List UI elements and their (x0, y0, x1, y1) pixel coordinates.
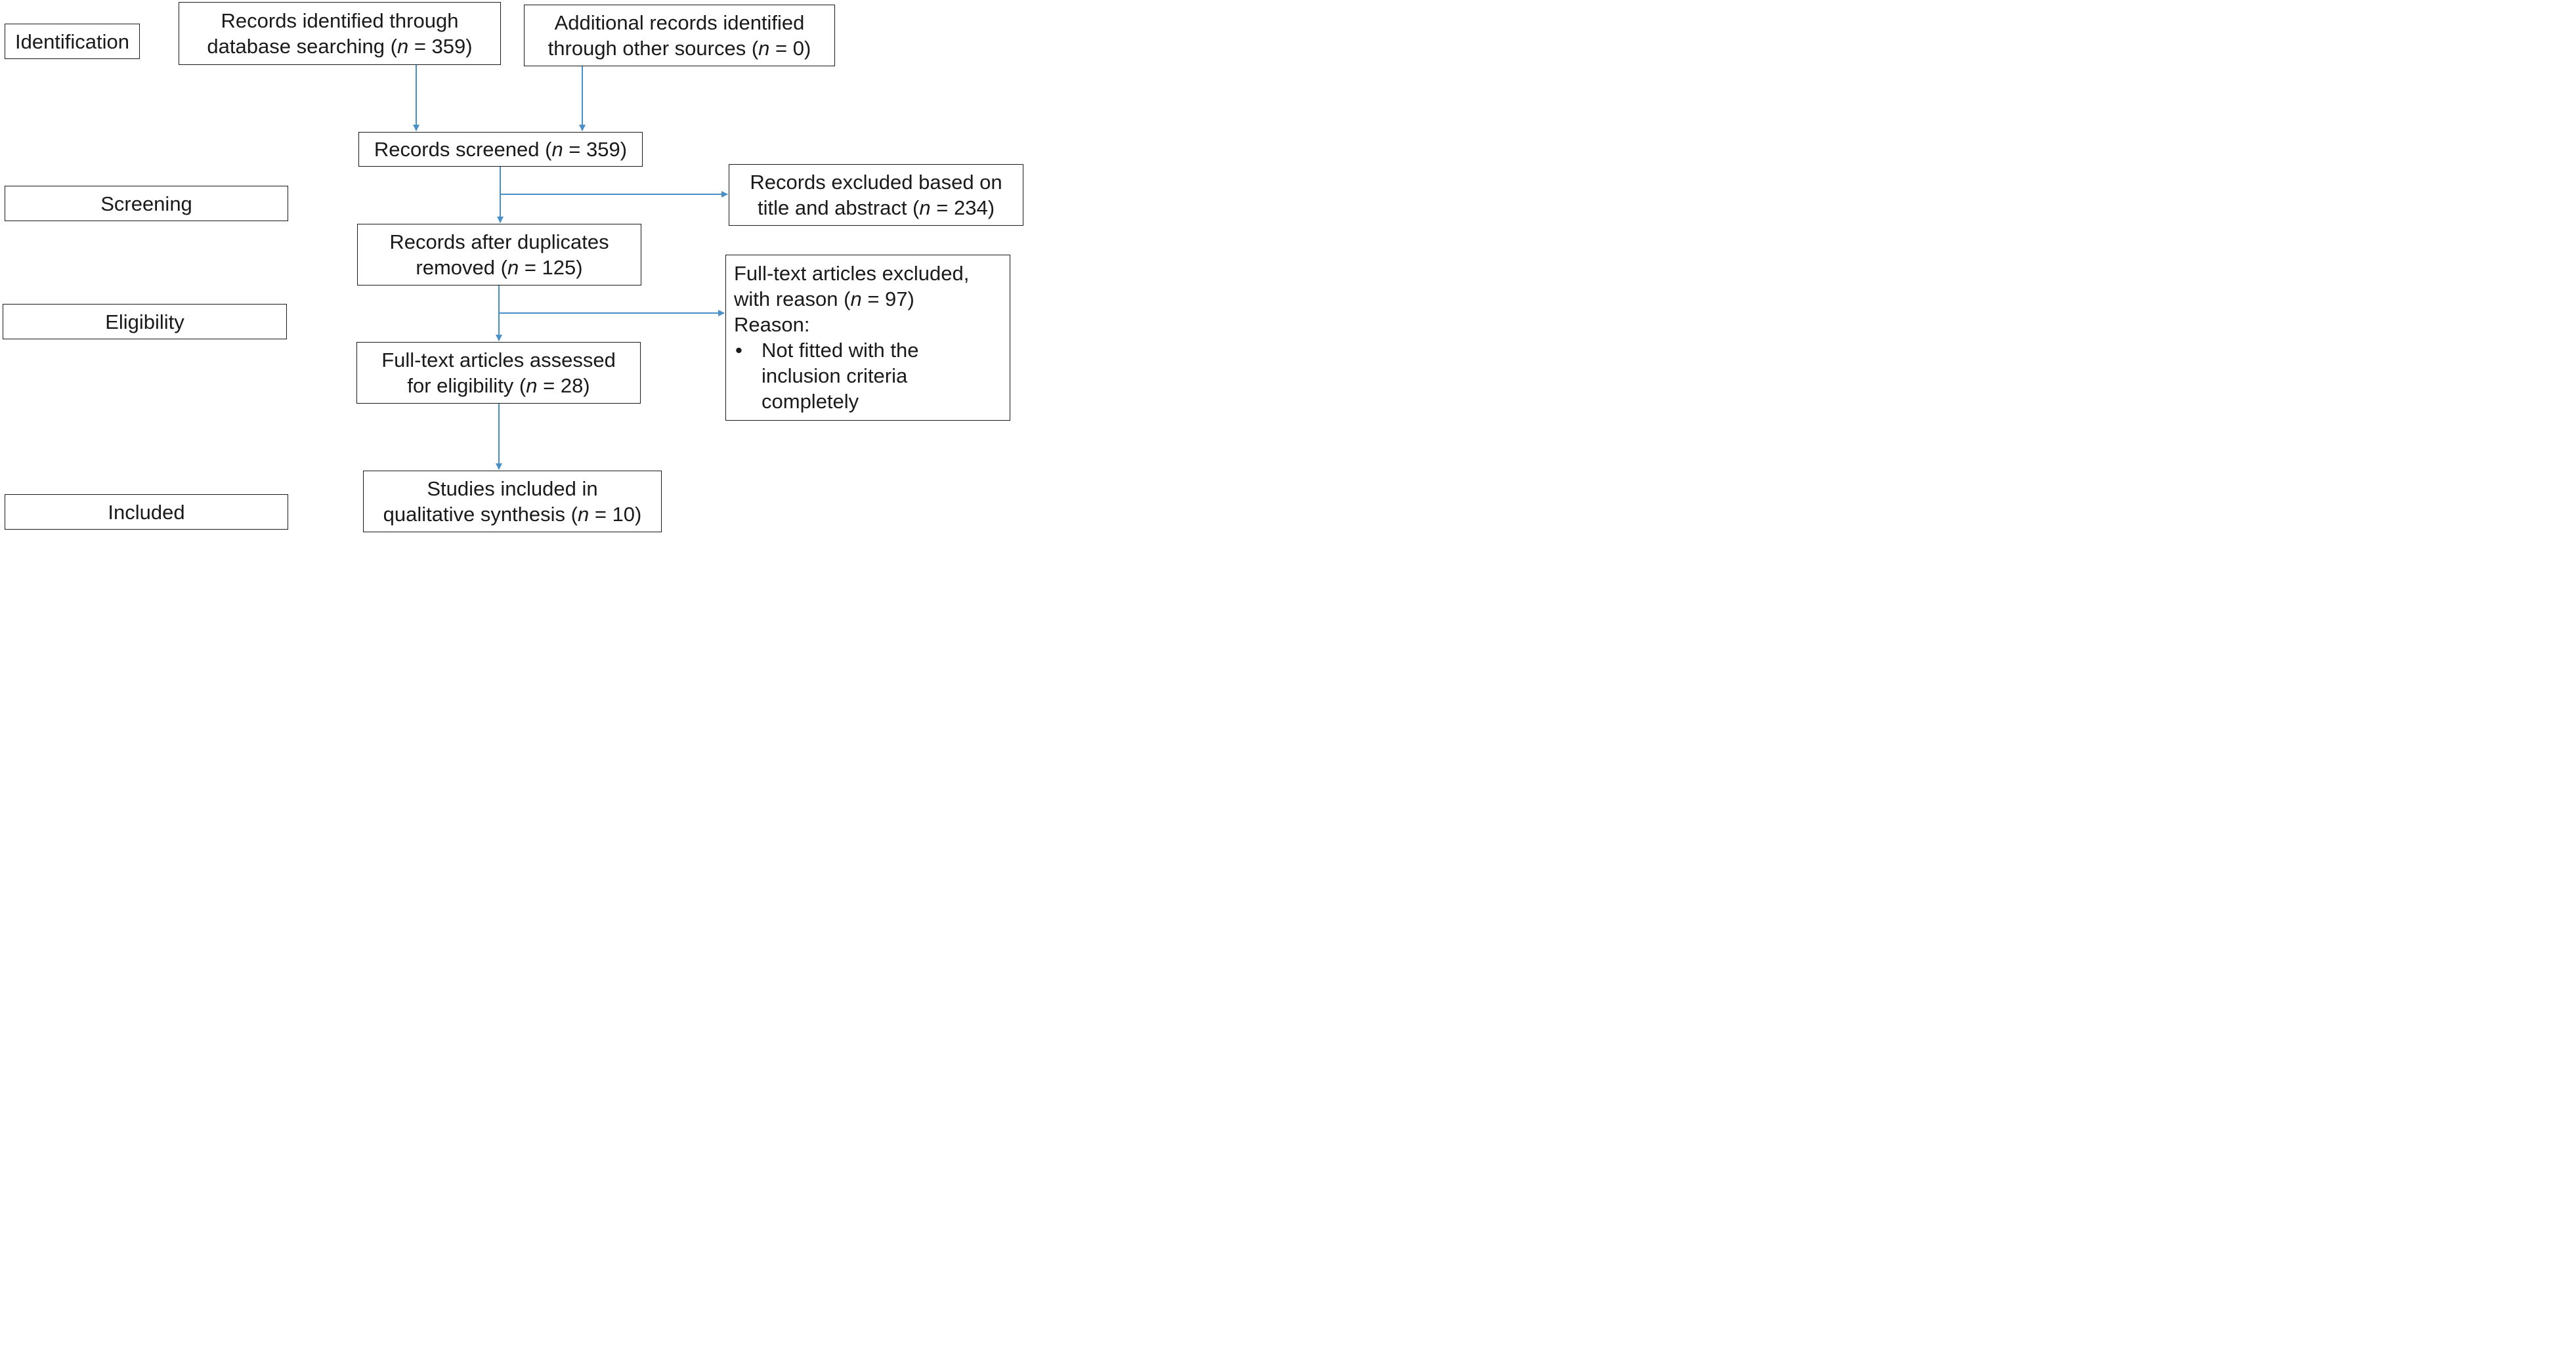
bullet-icon: • (735, 339, 742, 362)
after-duplicates-line1: Records after duplicates (389, 230, 609, 253)
reason-line-2: inclusion criteria (762, 364, 908, 387)
fulltext-excluded-reason-item: • Not fitted with the inclusion criteria… (734, 337, 919, 414)
stage-included-label: Included (108, 500, 185, 524)
box-included-studies: Studies included in qualitative synthesi… (363, 471, 662, 532)
stage-screening: Screening (5, 186, 288, 221)
reason-line-1: Not fitted with the (762, 339, 919, 362)
stage-identification: Identification (5, 24, 140, 59)
other-sources-line2: through other sources (n = 0) (547, 37, 811, 60)
fulltext-excluded-reason-heading: Reason: (734, 313, 810, 336)
excluded-title-abstract-line2: title and abstract (n = 234) (757, 196, 995, 219)
box-database-search: Records identified through database sear… (179, 2, 501, 65)
reason-line-3: completely (762, 390, 859, 413)
box-fulltext-excluded: Full-text articles excluded, with reason… (725, 255, 1010, 421)
box-records-screened: Records screened (n = 359) (358, 132, 643, 167)
stage-eligibility: Eligibility (3, 304, 287, 339)
after-duplicates-line2: removed (n = 125) (416, 256, 583, 279)
other-sources-line1: Additional records identified (554, 11, 805, 34)
included-studies-line1: Studies included in (427, 477, 598, 500)
box-after-duplicates: Records after duplicates removed (n = 12… (357, 224, 641, 285)
included-studies-line2: qualitative synthesis (n = 10) (383, 503, 642, 526)
stage-eligibility-label: Eligibility (105, 310, 184, 333)
stage-included: Included (5, 494, 288, 530)
stage-screening-label: Screening (100, 192, 192, 215)
fulltext-assessed-line2: for eligibility (n = 28) (407, 374, 590, 397)
stage-identification-label: Identification (14, 30, 130, 53)
box-other-sources: Additional records identified through ot… (524, 5, 835, 66)
fulltext-excluded-line2: with reason (n = 97) (734, 287, 914, 310)
box-fulltext-assessed: Full-text articles assessed for eligibil… (356, 342, 641, 404)
excluded-title-abstract-line1: Records excluded based on (750, 171, 1002, 194)
database-search-line1: Records identified through (221, 9, 459, 32)
records-screened-line1: Records screened (n = 359) (374, 138, 628, 161)
fulltext-excluded-line1: Full-text articles excluded, (734, 262, 970, 285)
database-search-line2: database searching (n = 359) (207, 35, 473, 58)
box-excluded-title-abstract: Records excluded based on title and abst… (729, 164, 1023, 226)
fulltext-assessed-line1: Full-text articles assessed (381, 349, 616, 371)
